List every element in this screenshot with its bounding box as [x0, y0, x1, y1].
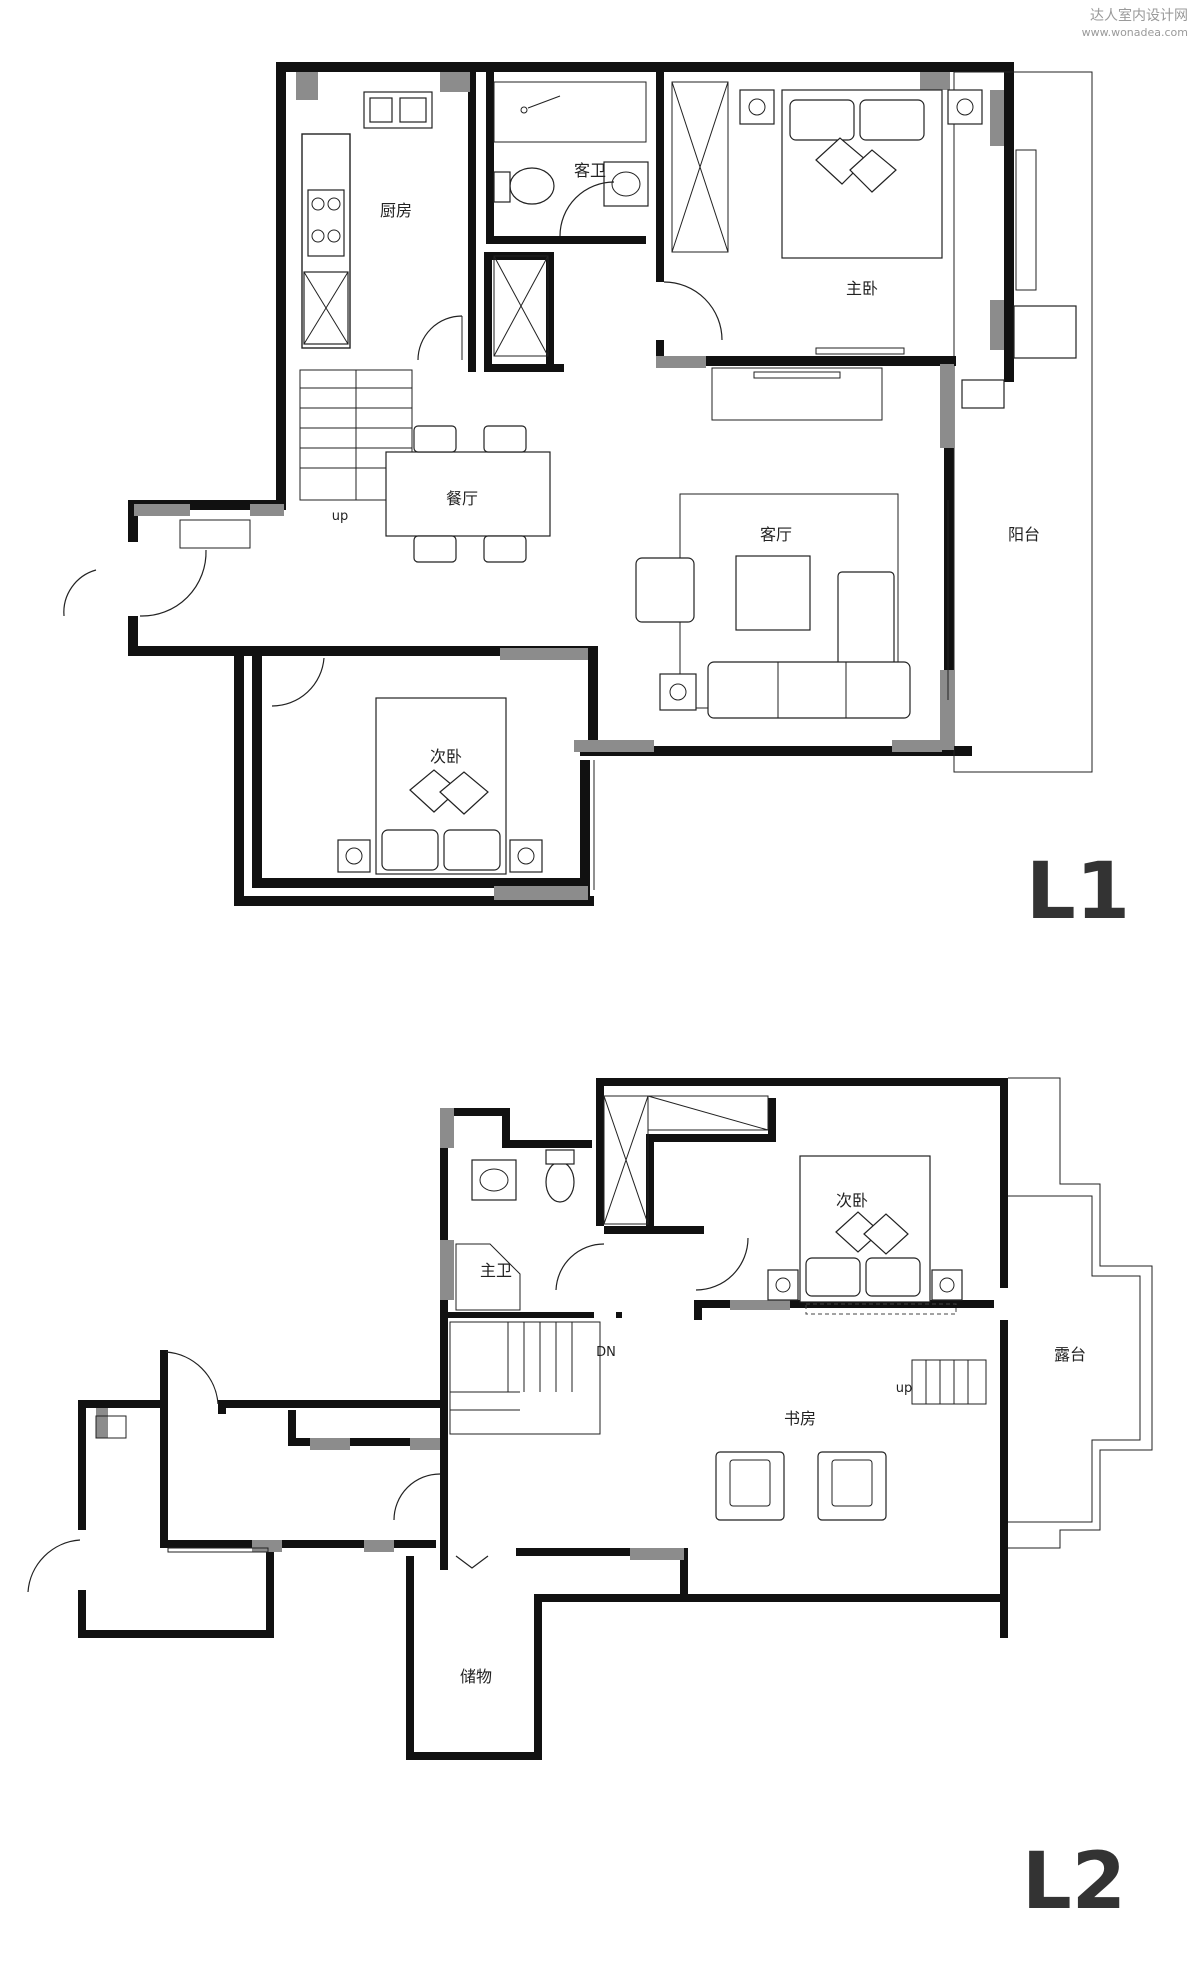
l2-basin — [471, 1159, 517, 1201]
l2-stair-down-label: DN — [596, 1345, 616, 1360]
l2-left-annex — [27, 1351, 269, 1593]
guest-bath-fixtures — [493, 81, 649, 357]
watermark-brand: 达人室内设计网 — [1090, 7, 1188, 24]
l2-columns — [96, 1108, 790, 1560]
l1-stairs: up — [299, 369, 413, 524]
l1-second-bedroom-furniture — [271, 657, 595, 890]
level-2-title: L2 — [1022, 1837, 1126, 1927]
room-label-study: 书房 — [784, 1409, 816, 1428]
study-furniture — [393, 1451, 887, 1569]
level-1-plan: up — [63, 62, 1130, 937]
dining-furniture — [385, 425, 551, 563]
l2-walls — [78, 1078, 1008, 1760]
watermark-url: www.wonadea.com — [1082, 26, 1188, 39]
room-label-l2-second-bedroom: 次卧 — [836, 1191, 868, 1210]
room-label-kitchen: 厨房 — [380, 201, 412, 220]
room-label-dining: 餐厅 — [446, 489, 478, 508]
guest-toilet — [509, 167, 555, 205]
l2-terrace — [1008, 1077, 1153, 1549]
sofa — [707, 661, 911, 719]
l2-master-bath-fixtures — [455, 1149, 605, 1311]
l2-toilet — [545, 1161, 575, 1203]
l2-stair-up-label: up — [896, 1381, 913, 1396]
l1-stair-up-label: up — [332, 509, 349, 524]
l1-entrance — [63, 519, 251, 617]
watermark: 达人室内设计网 www.wonadea.com — [1082, 7, 1188, 39]
l2-stairs: DN up — [449, 1321, 987, 1435]
master-bedroom-furniture — [663, 81, 1077, 421]
study-armchair-left — [715, 1451, 785, 1521]
guest-basin — [603, 161, 649, 207]
level-1-title: L1 — [1026, 847, 1130, 937]
room-label-guest-bath: 客卫 — [574, 161, 606, 180]
living-furniture — [635, 493, 949, 719]
level-2-plan: DN up 主卫 次卧 露台 书房 储物 — [27, 1077, 1153, 1927]
study-armchair-right — [817, 1451, 887, 1521]
room-label-terrace: 露台 — [1054, 1345, 1086, 1364]
room-label-storage: 储物 — [460, 1667, 492, 1686]
room-label-living: 客厅 — [760, 525, 792, 544]
l1-columns — [134, 72, 1004, 900]
coffee-table — [735, 555, 811, 631]
armchair — [635, 557, 695, 623]
room-label-master-bath: 主卫 — [480, 1261, 512, 1280]
l2-second-bedroom-furniture — [603, 1095, 963, 1315]
room-label-balcony: 阳台 — [1008, 525, 1040, 544]
room-label-master-bedroom: 主卧 — [846, 279, 878, 298]
tv-console — [711, 367, 883, 421]
stove — [307, 189, 345, 257]
dining-table — [385, 451, 551, 537]
room-label-l1-second-bedroom: 次卧 — [430, 747, 462, 766]
l1-walls — [128, 62, 1093, 906]
kitchen-fixtures — [301, 91, 463, 361]
